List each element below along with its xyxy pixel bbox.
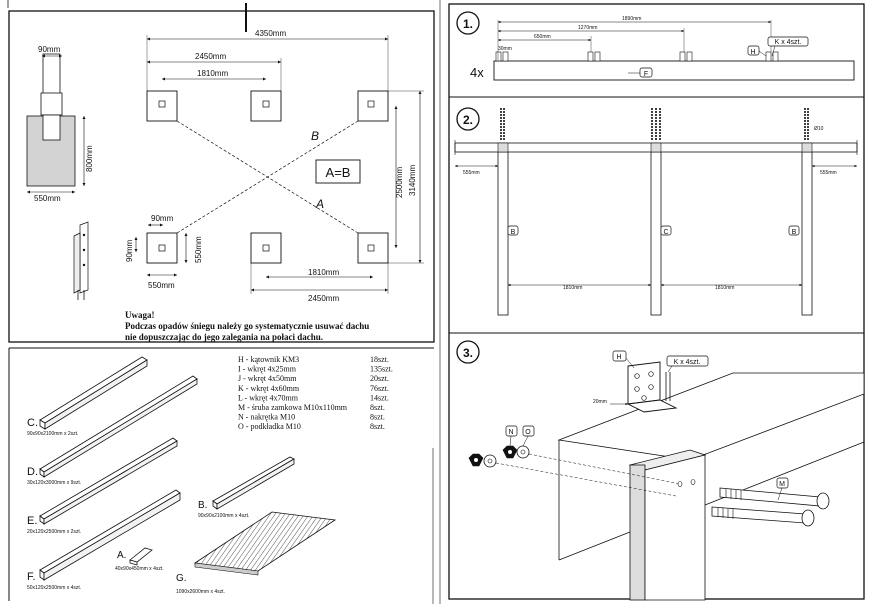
dim-20: 20mm [593, 399, 607, 405]
hardware-item-name: M - śruba zamkowa M10x110mm [238, 403, 348, 412]
hardware-item-qty: 14szt. [370, 393, 389, 402]
note-title: Uwaga! [125, 310, 155, 320]
part-c-letter: C. [27, 417, 38, 429]
hardware-item-name: O - podkładka M10 [238, 422, 301, 431]
hardware-item-name: J - wkręt 4x50mm [238, 374, 297, 383]
dim-550-plan-side: 550mm [194, 236, 203, 263]
dim-555-left: 555mm [463, 170, 480, 176]
diag-b: B [311, 129, 319, 143]
foundation-plan: B A A=B 4350mm 2450mm 1810mm 2500mm 3140… [125, 29, 424, 303]
hardware-item-qty: 18szt. [370, 355, 389, 364]
step-3-label-o: O [525, 429, 531, 436]
snow-note: Uwaga! Podczas opadów śniegu należy go s… [125, 310, 369, 342]
dim-1810-left: 1810mm [563, 285, 582, 291]
dim-2450-top: 2450mm [195, 52, 226, 61]
step-2-label-c: C [663, 229, 668, 236]
part-d-desc: 30x120x3000mm x 9szt. [27, 480, 81, 486]
part-g-letter: G. [176, 573, 187, 584]
dim-1890: 1890mm [622, 16, 641, 22]
step-3-label-m: M [779, 481, 785, 488]
part-e-desc: 20x120x2500mm x 2szt. [27, 529, 81, 535]
hardware-item-qty: 8szt. [370, 403, 385, 412]
step-1-number: 1. [463, 17, 473, 31]
hardware-item-name: K - wkręt 4x60mm [238, 384, 300, 393]
angle-bracket-icon [626, 361, 678, 413]
part-b-desc: 90x90x2100mm x 4szt. [198, 513, 249, 519]
step-2-label-b-right: B [792, 229, 797, 236]
step-3-label-h: H [616, 354, 621, 361]
steps-panel: 1. 4x F 1890mm 1270 [448, 3, 865, 601]
dim-1810-bottom: 1810mm [308, 268, 339, 277]
equation-a-equals-b: A=B [326, 165, 351, 180]
hardware-item-qty: 8szt. [370, 413, 385, 422]
dim-650: 650mm [534, 34, 551, 40]
hardware-item-name: N - nakrętka M10 [238, 413, 295, 422]
dim-1810-top: 1810mm [197, 69, 228, 78]
foundation-panel: 90mm 800mm 550mm [7, 0, 435, 343]
part-g-desc: 1090x2600mm x 4szt. [176, 589, 225, 595]
step-1-brackets [495, 51, 779, 62]
dim-90-plan-top: 90mm [151, 214, 174, 223]
step-2-bolts [500, 108, 809, 140]
dim-90-plan-side: 90mm [125, 239, 134, 262]
step-3: 3. H [456, 340, 865, 601]
part-a-desc: 40x90x450mm x 4szt. [115, 566, 164, 572]
dim-3140: 3140mm [408, 165, 417, 196]
part-c: C. 90x90x2100mm x 2szt. [27, 356, 148, 437]
part-a-letter: A. [117, 550, 126, 561]
part-d-letter: D. [27, 466, 38, 478]
part-g: G. 1090x2600mm x 4szt. [176, 511, 337, 595]
part-f: F. 50x120x2500mm x 4szt. [27, 489, 181, 591]
dim-1270: 1270mm [578, 25, 597, 31]
step-2-label-b-left: B [511, 229, 516, 236]
nut-icon [468, 445, 518, 467]
part-e-letter: E. [27, 515, 37, 527]
part-a: A. 40x90x450mm x 4szt. [115, 547, 164, 572]
step-3-label-k: K x 4szt. [674, 359, 701, 366]
dim-4350: 4350mm [255, 29, 286, 38]
hardware-item-name: I - wkręt 4x25mm [238, 365, 297, 374]
dim-550-detail: 550mm [34, 194, 61, 203]
dim-2450-bottom: 2450mm [308, 294, 339, 303]
part-d: D. 30x120x3000mm x 9szt. [27, 375, 198, 486]
step-1-label-h: H [750, 49, 755, 56]
step-1-label-k: K x 4szt. [775, 39, 802, 46]
step-1-label-f: F [644, 71, 648, 78]
part-b: B. 90x90x2100mm x 4szt. [198, 456, 295, 519]
step-1-count: 4x [470, 65, 484, 80]
phi-10: Ø10 [814, 126, 824, 132]
step-3-label-n: N [508, 429, 513, 436]
note-line-2: nie dopuszczając do jego zalegania na po… [125, 332, 323, 342]
note-line-1: Podczas opadów śniegu należy go systemat… [125, 321, 369, 331]
carriage-bolt-icon [711, 487, 830, 527]
dim-2500: 2500mm [395, 167, 404, 198]
hardware-list: H - kątownik KM3 18szt. I - wkręt 4x25mm 13… [238, 355, 393, 431]
part-c-desc: 90x90x2100mm x 2szt. [27, 431, 78, 437]
hardware-item-qty: 135szt. [370, 365, 393, 374]
dim-555-right: 555mm [820, 170, 837, 176]
hardware-item-qty: 8szt. [370, 422, 385, 431]
step-1: 1. 4x F 1890mm 1270 [456, 11, 855, 81]
part-e: E. 20x120x2500mm x 2szt. [27, 437, 178, 535]
dim-1810-right: 1810mm [715, 285, 734, 291]
dim-30: 30mm [498, 46, 512, 52]
dim-550-plan-bottom: 550mm [148, 281, 175, 290]
step-2-number: 2. [463, 113, 473, 127]
part-f-letter: F. [27, 571, 36, 583]
foundation-detail: 90mm 800mm 550mm [26, 45, 94, 300]
part-b-letter: B. [198, 500, 207, 511]
hardware-item-qty: 20szt. [370, 374, 389, 383]
part-f-desc: 50x120x2500mm x 4szt. [27, 585, 81, 591]
diag-a: A [315, 197, 324, 211]
dim-90-detail: 90mm [38, 45, 61, 54]
step-2: 2. Ø10 555mm 555mm [454, 107, 858, 316]
hardware-item-name: H - kątownik KM3 [238, 355, 299, 364]
hardware-item-qty: 76szt. [370, 384, 389, 393]
step-3-number: 3. [463, 346, 473, 360]
hardware-item-name: L - wkręt 4x70mm [238, 393, 299, 402]
dim-800: 800mm [85, 145, 94, 172]
parts-panel: C. 90x90x2100mm x 2szt. D. 30x120x3000mm… [8, 347, 434, 601]
